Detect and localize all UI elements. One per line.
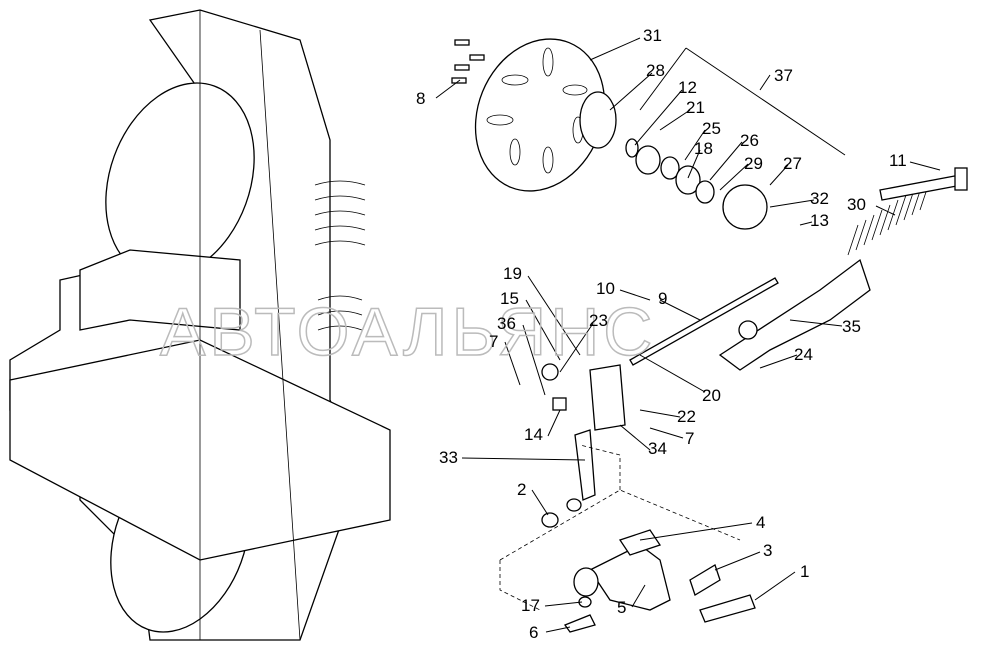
spring-left [314, 180, 366, 331]
callout-36: 36 [497, 314, 516, 333]
callout-24: 24 [794, 345, 813, 364]
callout-33: 33 [439, 448, 458, 467]
callout-3: 3 [763, 541, 772, 560]
callout-19: 19 [503, 264, 522, 283]
callout-31: 31 [643, 26, 662, 45]
callout-9: 9 [658, 289, 667, 308]
callout-30: 30 [847, 195, 866, 214]
callout-17: 17 [521, 596, 540, 615]
spring-30 [847, 179, 931, 256]
callout-6: 6 [529, 623, 538, 642]
assembled-unit-drawing [9, 9, 391, 641]
watermark: АВТОАЛЬЯНС [160, 294, 656, 370]
callout-7-upper: 7 [489, 332, 498, 351]
callout-37: 37 [774, 66, 793, 85]
callout-13: 13 [810, 211, 829, 230]
callout-22: 22 [677, 407, 696, 426]
callout-14: 14 [524, 425, 543, 444]
callout-21: 21 [686, 98, 705, 117]
callout-25: 25 [702, 119, 721, 138]
callout-29: 29 [744, 154, 763, 173]
leader-lines [435, 37, 941, 633]
callout-35: 35 [842, 317, 861, 336]
callout-27: 27 [783, 154, 802, 173]
callout-18: 18 [694, 139, 713, 158]
callout-1: 1 [800, 562, 809, 581]
callout-32: 32 [810, 189, 829, 208]
callout-labels: 31 37 28 12 21 25 18 26 29 27 11 30 32 1… [416, 26, 907, 642]
callout-2: 2 [517, 480, 526, 499]
callout-10: 10 [596, 279, 615, 298]
callout-4: 4 [756, 513, 765, 532]
callout-11: 11 [889, 151, 907, 170]
callout-5: 5 [617, 598, 626, 617]
callout-8: 8 [416, 89, 425, 108]
callout-15: 15 [500, 289, 519, 308]
callout-28: 28 [646, 61, 665, 80]
callout-26: 26 [740, 131, 759, 150]
callout-34: 34 [648, 439, 667, 458]
callout-7-lower: 7 [685, 429, 694, 448]
callout-12: 12 [678, 78, 697, 97]
callout-20: 20 [702, 386, 721, 405]
callout-23: 23 [589, 311, 608, 330]
